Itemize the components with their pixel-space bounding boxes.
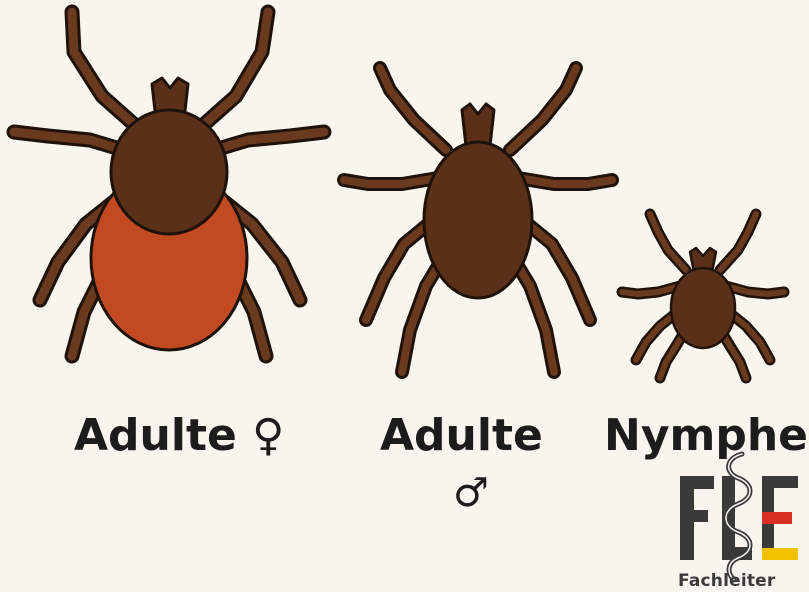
label-adult-female: Adulte ♀ xyxy=(74,414,284,458)
female-adult-tick xyxy=(14,12,324,356)
female-tick-scutum xyxy=(111,110,227,234)
nymph-tick xyxy=(622,214,784,378)
male-tick-body xyxy=(424,142,532,298)
nymph-tick-body xyxy=(671,268,735,348)
label-adult-male: Adulte xyxy=(380,414,543,458)
logo-wordmark: Fachleiter xyxy=(678,571,776,591)
male-tick-mouthparts xyxy=(462,104,494,146)
male-adult-tick xyxy=(344,68,612,372)
male-symbol: ♂ xyxy=(453,473,489,513)
